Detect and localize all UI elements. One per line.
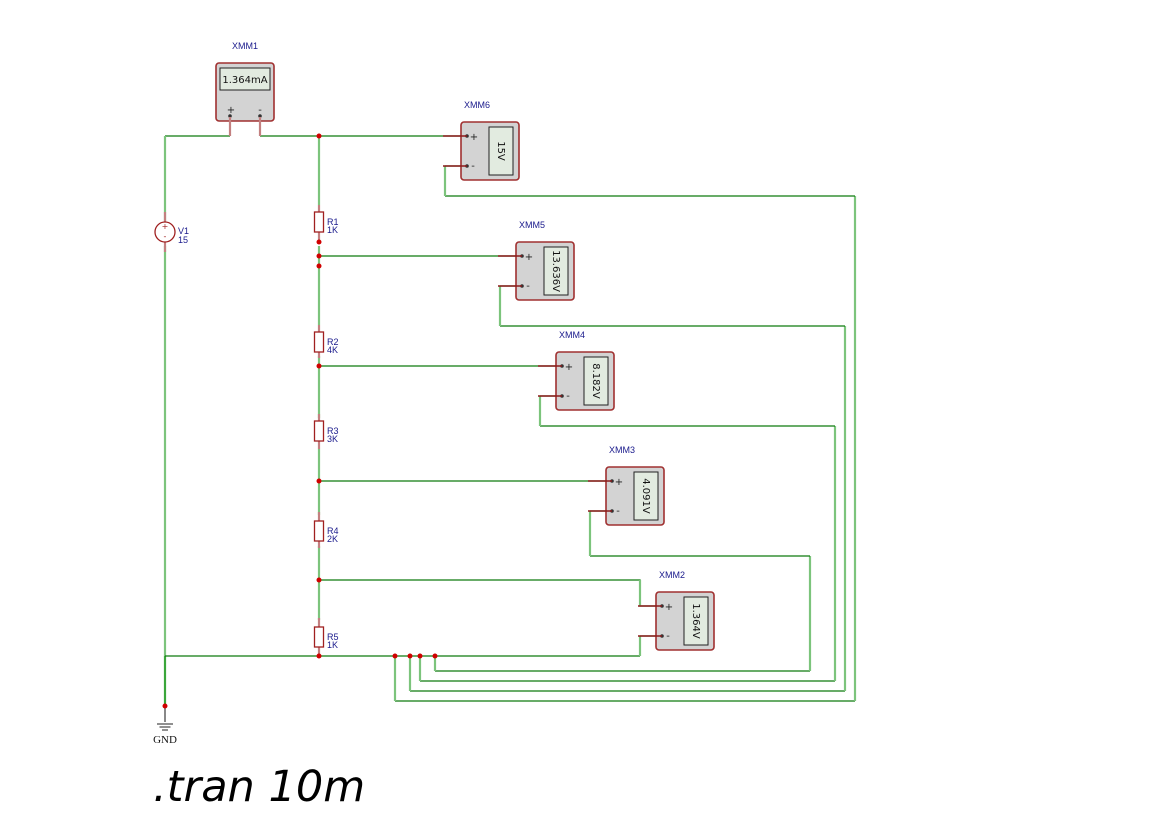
voltmeter-xmm4[interactable]: XMM4 8.182V + -: [538, 330, 615, 411]
resistor-name: R2: [327, 337, 339, 347]
ammeter-xmm1[interactable]: XMM1 1.364mA + -: [215, 41, 275, 136]
minus-terminal-icon: -: [471, 161, 475, 172]
meter-reading: 13.636V: [550, 250, 561, 292]
source-value: 15: [178, 235, 188, 245]
wires: [163, 135, 857, 706]
svg-text:+: +: [162, 222, 169, 231]
resistor-name: R1: [327, 217, 339, 227]
resistor-icon: [313, 520, 325, 542]
meter-reading: 8.182V: [590, 363, 601, 399]
resistor-r5[interactable]: R5 1K: [313, 618, 339, 656]
meter-display: [219, 67, 271, 91]
resistor-value: 1K: [327, 225, 338, 235]
meter-reading: 1.364V: [690, 603, 701, 639]
resistor-icon: [313, 626, 325, 648]
resistor-icon: [313, 331, 325, 353]
plus-terminal-icon: +: [665, 602, 673, 613]
resistor-r2[interactable]: R2 4K: [313, 325, 339, 358]
meter-name: XMM5: [519, 220, 545, 230]
junction-dot: [316, 253, 322, 259]
junctions: [162, 133, 438, 709]
junction-dot: [392, 653, 398, 659]
ground-icon: [157, 723, 173, 731]
junction-dot: [316, 653, 322, 659]
meter-display: [583, 356, 609, 406]
meter-reading: 4.091V: [640, 478, 651, 514]
resistor-r3[interactable]: R3 3K: [313, 414, 339, 449]
meter-name: XMM2: [659, 570, 685, 580]
meter-reading: 15V: [495, 141, 506, 161]
source-name: V1: [178, 226, 189, 236]
resistor-value: 3K: [327, 434, 338, 444]
resistor-r1[interactable]: R1 1K: [313, 205, 339, 240]
plus-terminal-icon: +: [615, 477, 623, 488]
junction-dot: [316, 478, 322, 484]
meter-name: XMM1: [232, 41, 258, 51]
resistor-icon: [313, 211, 325, 233]
minus-terminal-icon: -: [258, 105, 262, 116]
voltmeter-xmm3[interactable]: XMM3 4.091V + -: [588, 445, 665, 526]
voltage-source-v1[interactable]: + - V1 15: [154, 212, 189, 252]
junction-dot: [407, 653, 413, 659]
minus-terminal-icon: -: [526, 281, 530, 292]
minus-terminal-icon: -: [666, 631, 670, 642]
meter-name: XMM6: [464, 100, 490, 110]
resistor-r4[interactable]: R4 2K: [313, 512, 339, 548]
meter-display: [543, 246, 569, 296]
source-symbol-icon: [154, 221, 176, 243]
junction-dot: [316, 263, 322, 269]
resistor-name: R3: [327, 426, 339, 436]
meter-name: XMM4: [559, 330, 585, 340]
junction-dot: [316, 133, 322, 139]
resistor-name: R4: [327, 526, 339, 536]
resistor-name: R5: [327, 632, 339, 642]
junction-dot: [162, 703, 168, 709]
plus-terminal-icon: +: [227, 105, 235, 116]
junction-dot: [316, 577, 322, 583]
voltmeter-xmm2[interactable]: XMM2 1.364V + -: [638, 570, 715, 651]
plus-terminal-icon: +: [565, 362, 573, 373]
spice-directive[interactable]: .tran 10m: [153, 762, 366, 812]
junction-dot: [316, 363, 322, 369]
junction-dot: [417, 653, 423, 659]
meter-display: [683, 596, 709, 646]
resistor-value: 1K: [327, 640, 338, 650]
ground-symbol[interactable]: GND: [153, 706, 177, 746]
svg-text:-: -: [164, 232, 167, 241]
meter-display: [488, 126, 514, 176]
wire-tap-xmm2[interactable]: [319, 579, 660, 607]
meter-name: XMM3: [609, 445, 635, 455]
junction-dot: [432, 653, 438, 659]
resistor-value: 2K: [327, 534, 338, 544]
ground-label: GND: [153, 734, 177, 746]
voltmeter-xmm5[interactable]: XMM5 13.636V + -: [498, 220, 575, 301]
meter-display: [633, 471, 659, 521]
resistor-icon: [313, 420, 325, 442]
plus-terminal-icon: +: [470, 132, 478, 143]
junction-dot: [316, 239, 322, 245]
voltmeters: XMM6 15V + - XMM5 13.636V + - XMM4 8.182V + - XMM3 4.…: [443, 100, 715, 651]
minus-terminal-icon: -: [616, 506, 620, 517]
resistor-value: 4K: [327, 345, 338, 355]
voltmeter-xmm6[interactable]: XMM6 15V + -: [443, 100, 520, 181]
meter-reading: 1.364mA: [222, 75, 267, 86]
plus-terminal-icon: +: [525, 252, 533, 263]
minus-terminal-icon: -: [566, 391, 570, 402]
